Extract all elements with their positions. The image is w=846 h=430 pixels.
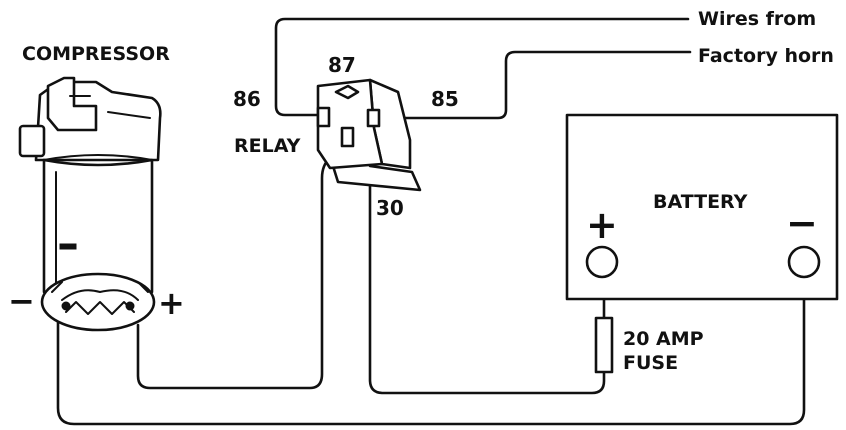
pin-87-label: 87 bbox=[328, 53, 356, 77]
battery-positive-terminal bbox=[585, 245, 619, 279]
relay bbox=[316, 78, 422, 192]
compressor-label: COMPRESSOR bbox=[22, 43, 170, 65]
battery-negative-symbol: − bbox=[786, 201, 818, 245]
battery bbox=[565, 113, 839, 301]
compressor-base bbox=[40, 272, 156, 332]
wire-compressor-negative-to-battery-negative bbox=[56, 276, 806, 426]
relay-terminal-30 bbox=[340, 126, 355, 148]
wire-pin-87-to-compressor-positive bbox=[136, 156, 332, 390]
pin-85-label: 85 bbox=[431, 87, 459, 111]
pin-30-label: 30 bbox=[376, 196, 404, 220]
relay-terminal-85 bbox=[366, 108, 381, 128]
relay-terminal-87 bbox=[334, 84, 360, 100]
compressor-negative-symbol: − bbox=[8, 282, 35, 320]
battery-label: BATTERY bbox=[653, 191, 748, 213]
relay-label: RELAY bbox=[234, 135, 301, 157]
battery-positive-symbol: + bbox=[586, 203, 618, 247]
wires-from-label: Wires from bbox=[698, 8, 816, 30]
compressor-base-mark bbox=[59, 243, 77, 250]
pin-86-label: 86 bbox=[233, 87, 261, 111]
fuse-label-line1: 20 AMP bbox=[623, 328, 704, 350]
factory-horn-label: Factory horn bbox=[698, 45, 834, 67]
fuse bbox=[594, 316, 614, 374]
compressor-side-tab bbox=[18, 124, 46, 158]
compressor bbox=[18, 76, 162, 332]
relay-body-front bbox=[316, 78, 384, 170]
battery-negative-terminal bbox=[787, 245, 821, 279]
compressor-terminal-right bbox=[125, 301, 135, 311]
fuse-label-line2: FUSE bbox=[623, 352, 678, 374]
wire-factory-horn-to-pin-86 bbox=[274, 17, 690, 117]
compressor-connector bbox=[46, 76, 98, 132]
compressor-terminal-left bbox=[61, 301, 71, 311]
relay-terminal-86 bbox=[316, 106, 331, 128]
compressor-positive-symbol: + bbox=[158, 284, 185, 322]
wire-factory-horn-to-pin-85 bbox=[376, 50, 692, 120]
